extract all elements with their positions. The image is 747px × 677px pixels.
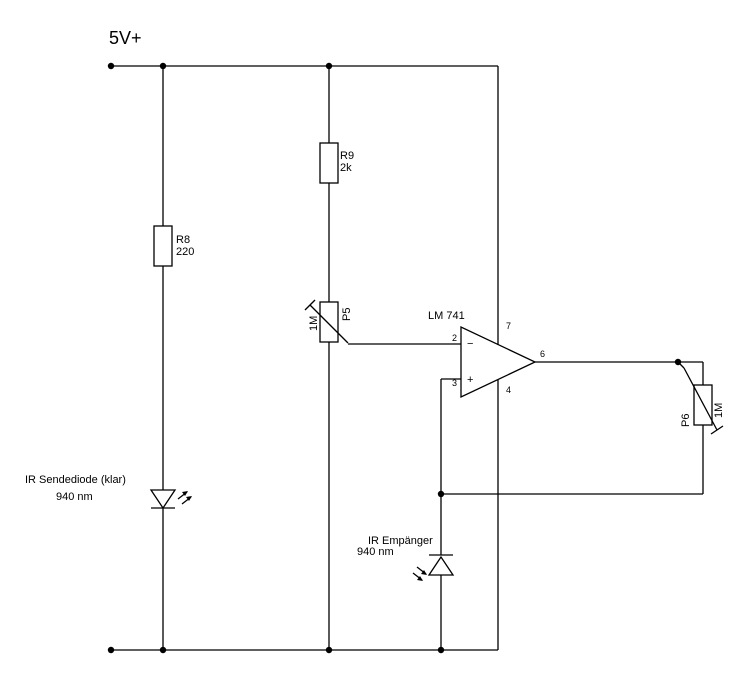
p5-value: 1M: [308, 316, 320, 331]
opamp-minus-sign: −: [467, 338, 473, 350]
p6-ref: P6: [680, 414, 692, 427]
supply-label: 5V+: [109, 28, 142, 48]
potentiometer-p6: P6 1M: [680, 367, 725, 435]
reception-arrows-icon: [412, 566, 427, 581]
potentiometer-p5: P5 1M: [304, 299, 353, 344]
bottom-ground-rail: [107, 646, 498, 654]
opamp-pin-out: 6: [540, 349, 545, 359]
opamp-ref: LM 741: [428, 310, 465, 322]
opamp-pin-vminus: 4: [506, 385, 511, 395]
ir-receiver-label: IR Empänger: [368, 535, 433, 547]
opamp-pin-noninv: 3: [452, 378, 457, 388]
divider-branch-wires: [328, 66, 461, 650]
ir-sender-diode: IR Sendediode (klar) 940 nm: [25, 474, 192, 510]
opamp-plus-sign: +: [467, 374, 473, 386]
r8-value: 220: [176, 246, 194, 258]
receiver-node-wires: [437, 378, 703, 650]
ir-receiver-wavelength: 940 nm: [357, 546, 394, 558]
r9-ref: R9: [340, 150, 354, 162]
opamp-pin-vplus: 7: [506, 321, 511, 331]
resistor-r9: R9 2k: [319, 142, 354, 184]
opamp-pin-inv: 2: [452, 333, 457, 343]
r9-value: 2k: [340, 162, 352, 174]
feedback-branch-wires: [674, 358, 704, 494]
opamp-lm741: LM 741 2 3 7 4 6 − +: [428, 66, 678, 650]
p6-value: 1M: [713, 403, 725, 418]
ir-receiver-diode: IR Empänger 940 nm: [357, 535, 455, 581]
r8-ref: R8: [176, 234, 190, 246]
resistor-r8: R8 220: [153, 225, 194, 267]
p5-ref: P5: [341, 308, 353, 321]
top-supply-rail: [107, 62, 498, 70]
emission-arrows-icon: [177, 491, 192, 505]
ir-sender-wavelength: 940 nm: [56, 491, 93, 503]
ir-sender-label: IR Sendediode (klar): [25, 474, 126, 486]
